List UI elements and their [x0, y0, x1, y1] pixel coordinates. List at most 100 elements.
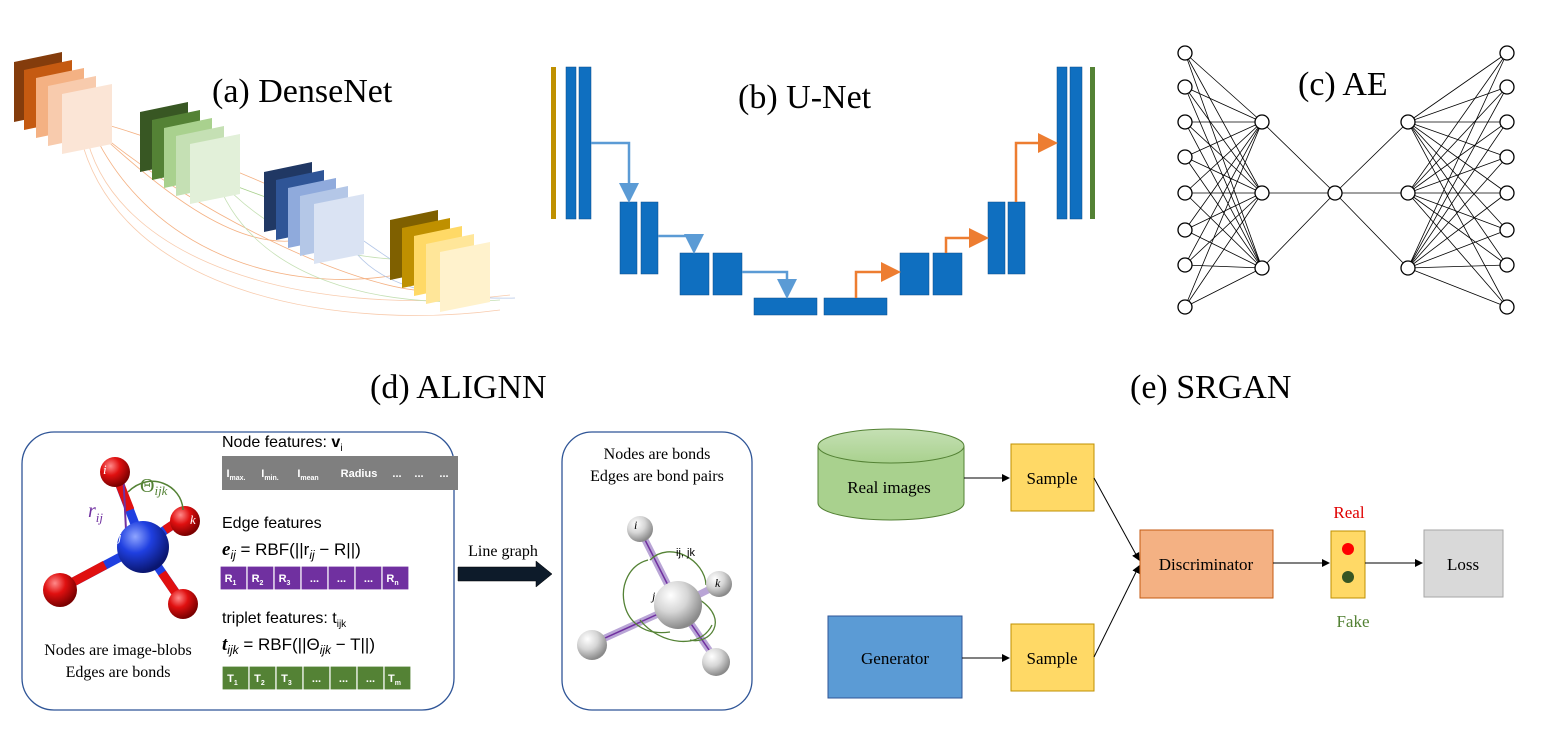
unet-input-bar [551, 67, 556, 219]
arrow-sample-top-to-discriminator [1093, 477, 1140, 561]
ae-input-node-4 [1177, 149, 1193, 165]
atom-label-i: i [103, 462, 107, 477]
alignn-line-graph-box [561, 431, 753, 711]
real-images-label: Real images [847, 478, 931, 497]
fake-dot [1342, 571, 1354, 583]
unet-output-bar [1090, 67, 1095, 219]
line-graph-arrow [457, 560, 553, 588]
unet-enc2-b [640, 201, 659, 275]
node-feature-background [222, 456, 458, 490]
r-ij-label: rij [88, 500, 103, 525]
ae-decoder-node-2 [1400, 185, 1416, 201]
triplet-feature-label: ... [312, 673, 321, 685]
unet-bottleneck-b [823, 297, 888, 316]
loss-box: Loss [1423, 529, 1504, 598]
real-fake-indicator: Real Fake [1330, 503, 1370, 631]
sample-bottom-label: Sample [1027, 649, 1078, 668]
ae-input-node-8 [1177, 299, 1193, 315]
lg-atom-left [577, 630, 607, 660]
discriminator-box: Discriminator [1139, 529, 1274, 599]
ae-output-node-7 [1499, 257, 1515, 273]
ae-output-node-1 [1499, 45, 1515, 61]
ae-encoder-node-1 [1254, 114, 1270, 130]
triplet-feature-label: T2 [254, 673, 265, 687]
dense-block-green [140, 102, 240, 204]
generator-box: Generator [827, 615, 963, 699]
ae-title: (c) AE [1298, 66, 1388, 103]
lg-atom-j [654, 581, 702, 629]
atom-graph-caption-1: Nodes are image-blobs [44, 642, 192, 659]
ae-decoder-node-1 [1400, 114, 1416, 130]
real-images-database: Real images [817, 428, 965, 521]
atom-i [100, 457, 130, 487]
ae-input-node-3 [1177, 114, 1193, 130]
edge-feature-cell [273, 565, 302, 591]
alignn-atom-graph-box [21, 431, 455, 711]
srgan-panel: (e) SRGAN Real images Generator Sample S… [817, 369, 1504, 699]
unet-enc2-a [619, 201, 638, 275]
alignn-title: (d) ALIGNN [370, 369, 547, 406]
unet-bottleneck-a [753, 297, 818, 316]
unet-up-arrow-3 [1014, 133, 1058, 202]
lg-label-i: i [634, 518, 637, 532]
edge-feature-label: ... [337, 573, 346, 585]
unet-enc3-a [679, 252, 710, 296]
ae-encoder-node-3 [1254, 260, 1270, 276]
line-graph-caption-1: Nodes are bonds [604, 446, 711, 463]
node-feature-label: Radius [341, 468, 378, 480]
unet-panel: (b) U-Net [551, 66, 1095, 316]
unet-dec1-b [1069, 66, 1083, 220]
ae-edges [1184, 52, 1508, 308]
lg-atom-right [702, 648, 730, 676]
ae-latent-node-1 [1327, 185, 1343, 201]
ae-output-node-6 [1499, 222, 1515, 238]
real-label: Real [1333, 503, 1364, 522]
edge-feature-label: ... [310, 573, 319, 585]
ae-output-node-8 [1499, 299, 1515, 315]
unet-up-arrow-1 [854, 262, 901, 298]
ae-encoder-node-2 [1254, 185, 1270, 201]
unet-dec3-b [932, 252, 963, 296]
dense-block-orange [14, 52, 112, 154]
lg-pair-label: ij, jk [676, 547, 695, 559]
sample-bottom-box: Sample [1010, 623, 1095, 692]
edge-feature-cell [381, 565, 410, 591]
lg-label-j: j [650, 589, 656, 603]
ae-input-node-1 [1177, 45, 1193, 61]
atom-label-j: j [116, 529, 122, 544]
ae-input-node-7 [1177, 257, 1193, 273]
edge-formula: eij = RBF(||rij − R||) [222, 539, 361, 562]
lg-label-k: k [715, 576, 721, 590]
fake-label: Fake [1336, 612, 1369, 631]
unet-dec2-a [987, 201, 1006, 275]
atom-bottom-left [43, 573, 77, 607]
edge-feature-cell [246, 565, 275, 591]
unet-title: (b) U-Net [738, 79, 872, 116]
edge-feature-cell [327, 565, 356, 591]
ae-input-node-2 [1177, 79, 1193, 95]
edge-feature-label: ... [364, 573, 373, 585]
ae-panel: (c) AE [1177, 45, 1515, 315]
triplet-formula: tijk = RBF(||Θijk − T||) [222, 634, 375, 657]
edge-feature-label: R2 [252, 573, 264, 587]
unet-enc1-a [565, 66, 577, 220]
ae-output-node-5 [1499, 185, 1515, 201]
triplet-feature-cell [248, 665, 277, 691]
atom-graph-caption-2: Edges are bonds [66, 664, 171, 681]
unet-dec1-a [1056, 66, 1068, 220]
triplet-feature-label: T3 [281, 673, 292, 687]
node-feature-label: ... [414, 468, 423, 480]
theta-ijk-label: Θijk [140, 475, 168, 498]
line-graph-label: Line graph [468, 543, 538, 560]
triplet-features-label: triplet features: tijk [222, 610, 347, 630]
atom-bottom-right [168, 589, 198, 619]
unet-dec2-b [1007, 201, 1026, 275]
triplet-feature-label: ... [366, 673, 375, 685]
unet-down-arrow-2 [658, 234, 704, 254]
unet-down-arrow-1 [591, 141, 639, 203]
node-feature-label: ... [392, 468, 401, 480]
